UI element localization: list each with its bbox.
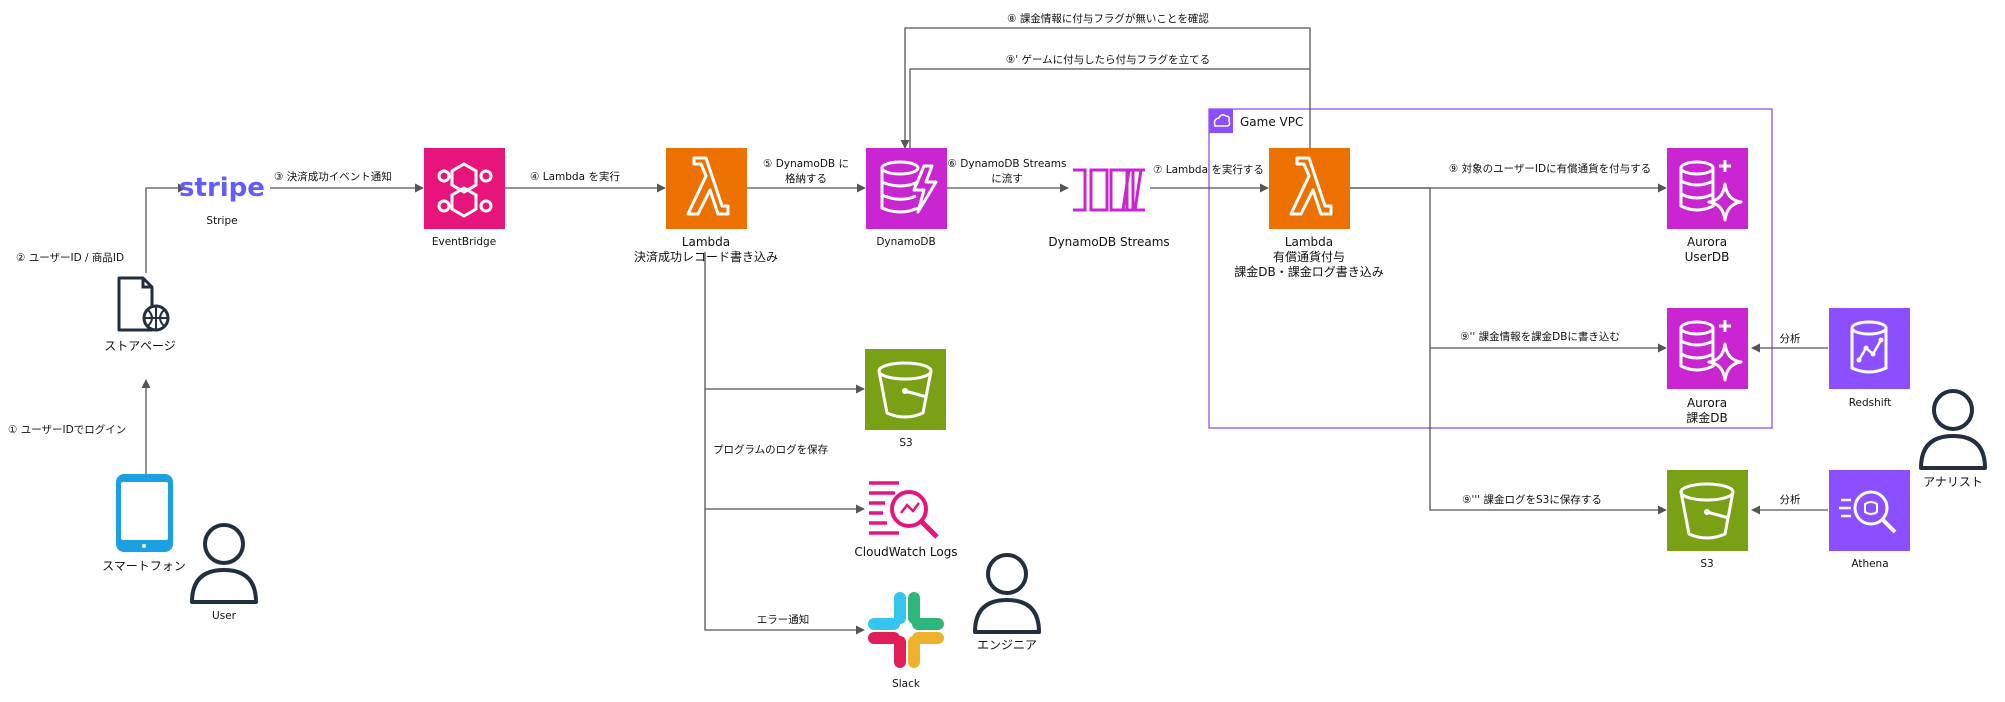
edge-label-1: ① ユーザーIDでログイン — [8, 423, 126, 436]
redshift-node[interactable]: Redshift — [1829, 308, 1910, 409]
analyst-label: アナリスト — [1923, 475, 1983, 489]
edge-lambda-s3logs — [704, 252, 865, 394]
edge-store-stripe — [145, 183, 187, 273]
stripe-node[interactable]: stripe Stripe — [179, 173, 265, 227]
lambda-write-label-2: 決済成功レコード書き込み — [634, 249, 778, 264]
edge-write-s3 — [1429, 348, 1667, 515]
edge-label-3: ③ 決済成功イベント通知 — [274, 170, 392, 183]
engineer-label: エンジニア — [977, 638, 1037, 652]
edge-label-7: ⑦ Lambda を実行する — [1153, 163, 1264, 176]
edge-label-6a: ⑥ DynamoDB Streams — [948, 158, 1067, 170]
game-vpc-group: Game VPC — [1208, 108, 1773, 429]
kinesis-streams-icon — [1073, 168, 1145, 212]
dynamodb-node[interactable]: DynamoDB — [866, 148, 947, 248]
person-icon — [1919, 389, 1987, 470]
aurora-icon — [1667, 308, 1748, 389]
edge-label-an2: 分析 — [1780, 493, 1802, 506]
edge-flag-check — [900, 27, 1311, 150]
edge-label-9: ⑨ 対象のユーザーIDに有償通貨を付与する — [1449, 162, 1651, 175]
edge-label-9pp: ⑨'' 課金情報を課金DBに書き込む — [1460, 330, 1620, 343]
aurora-billingdb-label-2: 課金DB — [1686, 410, 1727, 425]
aurora-icon — [1667, 148, 1748, 229]
aurora-userdb-label-1: Aurora — [1687, 235, 1727, 249]
edge-label-err: エラー通知 — [757, 613, 810, 626]
athena-label: Athena — [1851, 558, 1888, 570]
edge-label-4: ④ Lambda を実行 — [530, 170, 620, 183]
edge-label-9ppp: ⑨''' 課金ログをS3に保存する — [1462, 493, 1602, 506]
lambda-grant-node[interactable]: Lambda 有償通貨付与 課金DB・課金ログ書き込み — [1234, 148, 1384, 279]
smartphone-label: スマートフォン — [102, 559, 186, 573]
slack-node[interactable]: Slack — [868, 592, 944, 690]
engineer-node[interactable]: エンジニア — [973, 553, 1041, 652]
cloudwatch-logs-icon — [869, 481, 939, 539]
edge-labels: ① ユーザーIDでログイン ② ユーザーID / 商品ID ③ 決済成功イベント… — [8, 12, 1801, 626]
edge-lambda-slack — [704, 509, 865, 635]
s3-billing-label: S3 — [1700, 558, 1713, 570]
s3-billing-node[interactable]: S3 — [1667, 470, 1748, 570]
edge-label-9p: ⑨' ゲームに付与したら付与フラグを立てる — [1006, 53, 1210, 66]
edge-label-8: ⑧ 課金情報に付与フラグが無いことを確認 — [1007, 12, 1209, 25]
s3-bucket-icon — [865, 349, 946, 430]
aurora-billingdb-node[interactable]: Aurora 課金DB — [1667, 308, 1748, 425]
smartphone-icon — [116, 474, 173, 552]
edge-flag-set — [909, 68, 1310, 148]
s3-logs-label: S3 — [899, 437, 912, 449]
dynamodb-label: DynamoDB — [876, 236, 935, 248]
stripe-logo: stripe — [179, 173, 265, 203]
streams-label: DynamoDB Streams — [1048, 235, 1169, 249]
athena-icon — [1829, 470, 1910, 551]
athena-node[interactable]: Athena — [1829, 470, 1910, 570]
aurora-userdb-node[interactable]: Aurora UserDB — [1667, 148, 1748, 264]
eventbridge-icon — [424, 148, 505, 229]
web-document-icon — [117, 276, 170, 332]
eventbridge-label: EventBridge — [432, 236, 496, 248]
cloudwatch-label: CloudWatch Logs — [854, 545, 957, 559]
dynamodb-icon — [866, 148, 947, 229]
redshift-label: Redshift — [1849, 397, 1892, 409]
redshift-icon — [1829, 308, 1910, 389]
edges — [141, 27, 1828, 635]
person-icon — [190, 523, 258, 604]
cloudwatch-node[interactable]: CloudWatch Logs — [854, 481, 958, 559]
aurora-billingdb-label-1: Aurora — [1687, 396, 1727, 410]
edge-label-6b: に流す — [991, 172, 1023, 185]
slack-label: Slack — [892, 678, 921, 690]
lambda-icon — [1269, 148, 1350, 229]
edge-label-5a: ⑤ DynamoDB に — [763, 158, 849, 170]
edge-label-2: ② ユーザーID / 商品ID — [16, 251, 124, 264]
lambda-grant-label-1: Lambda — [1285, 235, 1333, 249]
lambda-grant-label-2: 有償通貨付与 — [1273, 249, 1345, 264]
slack-icon — [868, 592, 944, 668]
vpc-cloud-icon — [1209, 109, 1233, 133]
storepage-label: ストアページ — [104, 339, 176, 353]
person-icon — [973, 553, 1041, 634]
s3-logs-node[interactable]: S3 — [865, 349, 946, 449]
streams-node[interactable]: DynamoDB Streams — [1048, 168, 1170, 249]
aurora-userdb-label-2: UserDB — [1685, 250, 1730, 264]
analyst-node[interactable]: アナリスト — [1919, 389, 1987, 489]
eventbridge-node[interactable]: EventBridge — [424, 148, 505, 248]
s3-bucket-icon — [1667, 470, 1748, 551]
lambda-write-label-1: Lambda — [682, 235, 730, 249]
lambda-grant-label-3: 課金DB・課金ログ書き込み — [1234, 264, 1383, 279]
vpc-label: Game VPC — [1240, 115, 1303, 129]
user-node[interactable]: User — [190, 523, 258, 622]
edge-write-billingdb — [1350, 187, 1667, 353]
edge-label-5b: 格納する — [785, 172, 827, 185]
edge-label-an1: 分析 — [1780, 332, 1802, 345]
edge-label-log: プログラムのログを保存 — [713, 443, 829, 456]
lambda-write-node[interactable]: Lambda 決済成功レコード書き込み — [634, 148, 778, 264]
storepage-node[interactable]: ストアページ — [104, 276, 176, 353]
user-label: User — [212, 610, 237, 622]
smartphone-node[interactable]: スマートフォン — [102, 474, 186, 573]
stripe-label: Stripe — [206, 215, 237, 227]
lambda-icon — [666, 148, 747, 229]
